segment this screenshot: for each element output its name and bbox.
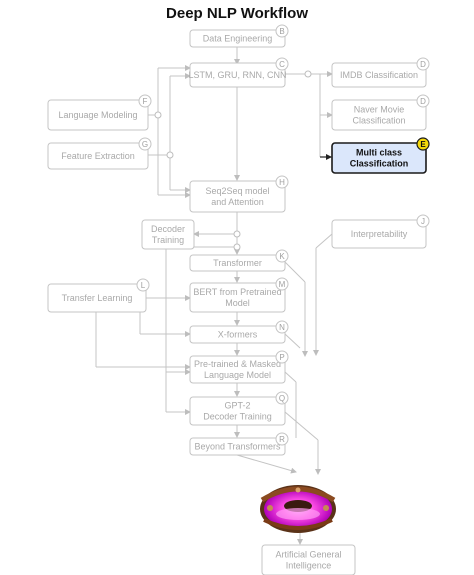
node-tag-letter: R — [279, 435, 285, 444]
node-rect — [189, 282, 286, 313]
node-label-line: Transfer Learning — [62, 293, 133, 303]
node-label-line: Feature Extraction — [61, 151, 135, 161]
node-label-line: X-formers — [218, 330, 258, 340]
node-rect — [47, 283, 147, 313]
node-rect — [189, 437, 286, 456]
node-label-line: GPT-2 — [224, 401, 250, 411]
node-rect — [47, 142, 149, 170]
node-tag-badge — [275, 432, 289, 446]
node-tag-letter: E — [420, 140, 426, 149]
node-tag-letter: G — [142, 140, 148, 149]
node-rect — [189, 355, 286, 384]
node-tag-letter: H — [279, 178, 285, 187]
node-label-line: Classification — [352, 116, 405, 126]
node-label-line: Decoder Training — [203, 412, 272, 422]
node-tag-badge — [138, 137, 152, 151]
node-label-line: LSTM, GRU, RNN, CNN — [188, 70, 286, 80]
node-label-line: Training — [152, 235, 184, 245]
feature-extraction-box: Feature Extraction G — [47, 137, 152, 170]
node-label-line: Decoder — [151, 224, 185, 234]
node-tag-badge — [275, 249, 289, 263]
node-rect — [189, 62, 286, 88]
node-tag-badge — [416, 137, 430, 151]
transfer-learning-box: Transfer Learning L — [47, 278, 150, 313]
node-label-line: Language Modeling — [58, 110, 137, 120]
node-tag-letter: J — [421, 217, 425, 226]
node-tag-letter: D — [420, 97, 426, 106]
node-tag-badge — [275, 175, 289, 189]
node-label-line: Model — [225, 298, 250, 308]
connector-lines — [95, 47, 333, 545]
node-tag-letter: D — [420, 60, 426, 69]
node-label-line: IMDB Classification — [340, 70, 418, 80]
node-label-line: Pre-trained & Masked — [194, 359, 281, 369]
language-modeling-box: Language Modeling F — [47, 94, 152, 131]
node-label-line: BERT from Pretrained — [193, 287, 281, 297]
node-tag-badge — [275, 57, 289, 71]
node-rect — [189, 396, 286, 426]
node-tag-letter: K — [279, 252, 285, 261]
node-tag-letter: C — [279, 60, 285, 69]
interpretability-box: Interpretability J — [331, 214, 430, 249]
node-label-line: Intelligence — [286, 561, 332, 571]
node-rect — [331, 99, 427, 131]
node-label-line: Language Model — [204, 370, 271, 380]
node-rect — [47, 99, 149, 131]
node-tag-badge — [416, 214, 430, 228]
node-tag-letter: F — [143, 97, 148, 106]
transformer-box: Transformer K — [189, 249, 289, 272]
node-label-line: Data Engineering — [203, 34, 273, 44]
node-tag-letter: Q — [279, 394, 285, 403]
node-tag-badge — [275, 24, 289, 38]
glowing-ring-icon — [260, 485, 336, 533]
node-rect — [331, 142, 427, 174]
node-rect — [189, 325, 286, 344]
node-tag-badge — [275, 350, 289, 364]
node-tag-badge — [416, 94, 430, 108]
node-label-line: Seq2Seq model — [205, 186, 269, 196]
node-label-line: Naver Movie — [354, 105, 405, 115]
node-rect — [189, 180, 286, 213]
node-rect — [261, 544, 356, 575]
node-tag-letter: N — [279, 323, 285, 332]
node-tag-letter: M — [279, 280, 286, 289]
node-rect — [331, 62, 427, 88]
node-label-line: Interpretability — [351, 229, 408, 239]
node-label-line: Multi class — [356, 148, 402, 158]
node-rect — [141, 219, 195, 250]
node-label-line: and Attention — [211, 197, 264, 207]
node-tag-letter: B — [279, 27, 284, 36]
node-tag-badge — [416, 57, 430, 71]
node-rect — [331, 219, 427, 249]
node-label-line: Transformer — [213, 258, 262, 268]
node-label-line: Classification — [350, 159, 409, 169]
node-tag-badge — [275, 391, 289, 405]
node-tag-badge — [136, 278, 150, 292]
node-label-line: Beyond Transformers — [194, 442, 281, 452]
node-label-line: Artificial General — [275, 550, 341, 560]
node-rect — [189, 254, 286, 272]
node-tag-badge — [138, 94, 152, 108]
diagram-title: Deep NLP Workflow — [166, 5, 308, 22]
node-rect — [189, 29, 286, 48]
data-engineering-box: Data Engineering B — [189, 24, 289, 48]
node-tag-badge — [275, 277, 289, 291]
node-tag-letter: P — [279, 353, 284, 362]
node-tag-badge — [275, 320, 289, 334]
x-formers-box: X-formers N — [189, 320, 289, 344]
node-tag-letter: L — [141, 281, 146, 290]
